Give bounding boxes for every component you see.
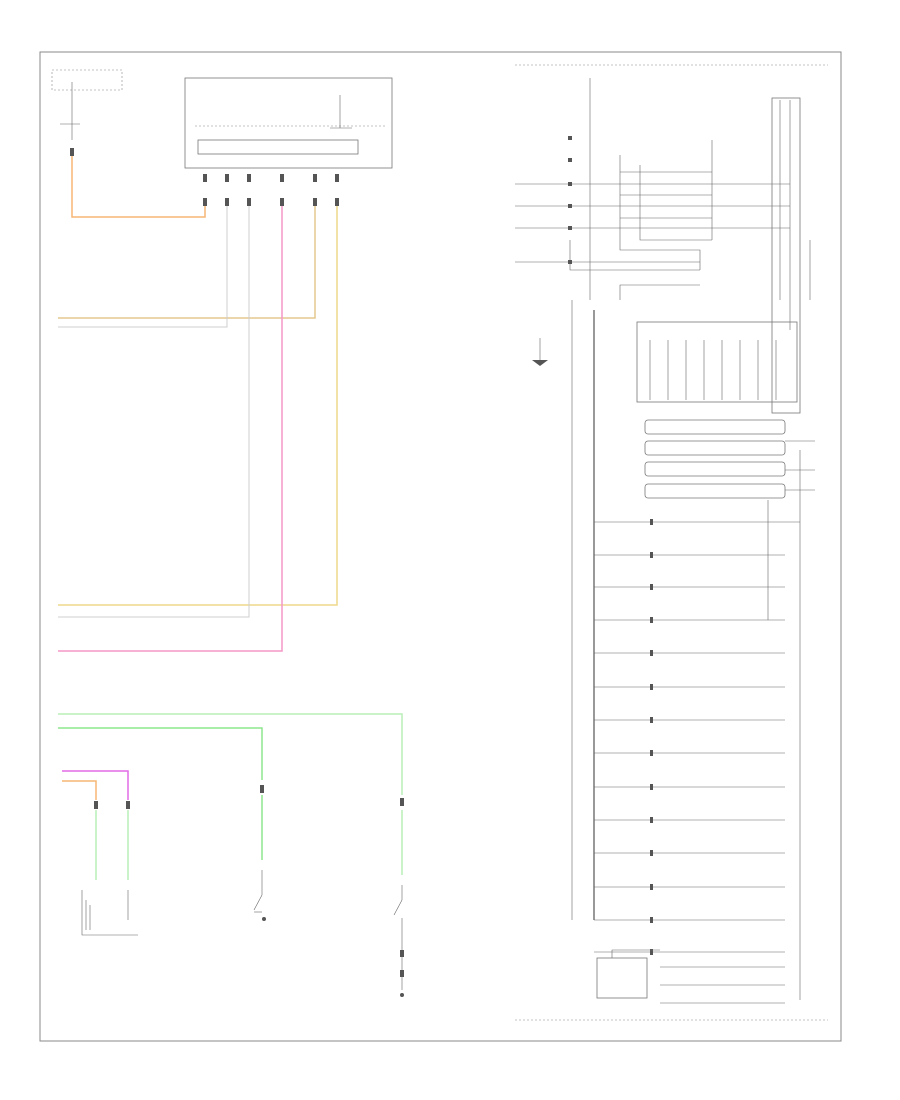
wire-green-1: [58, 713, 403, 795]
switch-right: [393, 885, 404, 997]
wire-green-2: [58, 727, 263, 780]
warning-label-stack: [644, 419, 815, 499]
cluster-connectors: [650, 519, 653, 955]
wire-gray-1: [58, 206, 228, 328]
right-horizontal-wires: [515, 136, 790, 300]
wire-magenta: [62, 770, 129, 800]
right-vertical-bus: [771, 97, 801, 414]
ground-symbol: [532, 338, 548, 366]
wire-orange: [71, 156, 206, 218]
indicator-block: [636, 321, 798, 403]
cluster-rows: [594, 521, 800, 1004]
wire-gray-2: [58, 206, 250, 618]
left-fuse-block: [51, 69, 123, 156]
diagram-frame: [39, 51, 842, 1042]
right-header: [515, 64, 828, 300]
wire-orange-2: [62, 780, 97, 800]
wire-tan: [58, 206, 316, 319]
wire-pink: [58, 206, 283, 652]
control-module: [184, 77, 393, 206]
wire-yellow: [58, 206, 338, 606]
fuel-sender: [81, 890, 138, 936]
cluster-small-module: [596, 949, 660, 999]
switch-left: [253, 870, 266, 921]
